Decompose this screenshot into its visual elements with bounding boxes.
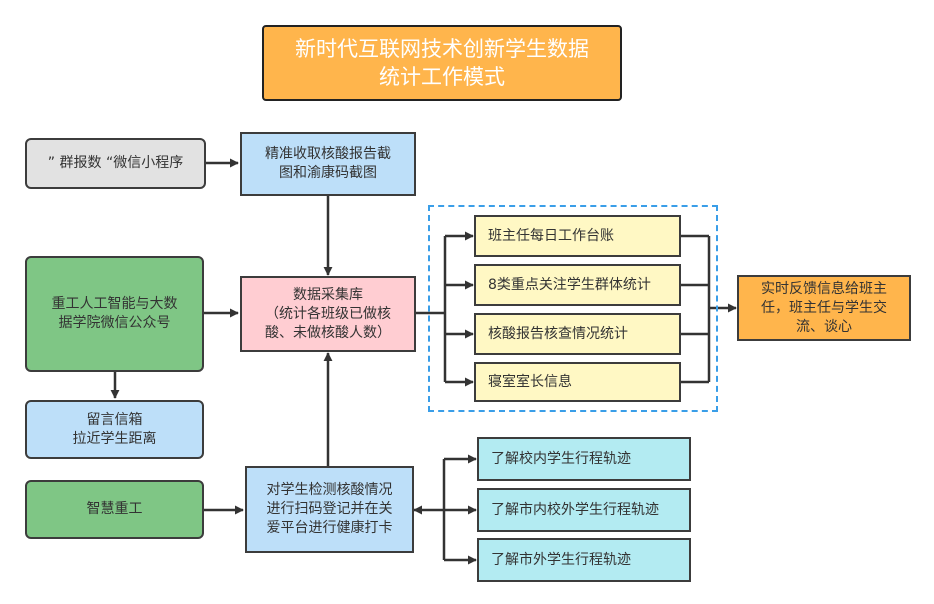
mailbox-node: 留言信箱 拉近学生距离 bbox=[25, 400, 204, 459]
stats-item: 8类重点关注学生群体统计 bbox=[474, 264, 681, 306]
track-item: 了解校内学生行程轨迹 bbox=[477, 437, 691, 481]
stats-group-container bbox=[428, 205, 718, 412]
collect-reports-node: 精准收取核酸报告截 图和渝康码截图 bbox=[240, 132, 416, 196]
feedback-node: 实时反馈信息给班主 任，班主任与学生交 流、谈心 bbox=[737, 275, 911, 341]
database-node: 数据采集库 （统计各班级已做核 酸、未做核酸人数） bbox=[240, 276, 416, 352]
stats-item: 寝室室长信息 bbox=[474, 362, 681, 402]
wechat-mini-program-node: ” 群报数 “微信小程序 bbox=[25, 138, 206, 189]
official-account-node: 重工人工智能与大数 据学院微信公众号 bbox=[25, 256, 204, 372]
track-item: 了解市外学生行程轨迹 bbox=[477, 538, 691, 582]
scan-register-node: 对学生检测核酸情况 进行扫码登记并在关 爱平台进行健康打卡 bbox=[245, 466, 414, 553]
smart-cqut-node: 智慧重工 bbox=[25, 480, 204, 539]
stats-item: 核酸报告核查情况统计 bbox=[474, 313, 681, 355]
track-item: 了解市内校外学生行程轨迹 bbox=[477, 488, 691, 532]
diagram-title: 新时代互联网技术创新学生数据 统计工作模式 bbox=[262, 25, 622, 101]
stats-item: 班主任每日工作台账 bbox=[474, 215, 681, 257]
